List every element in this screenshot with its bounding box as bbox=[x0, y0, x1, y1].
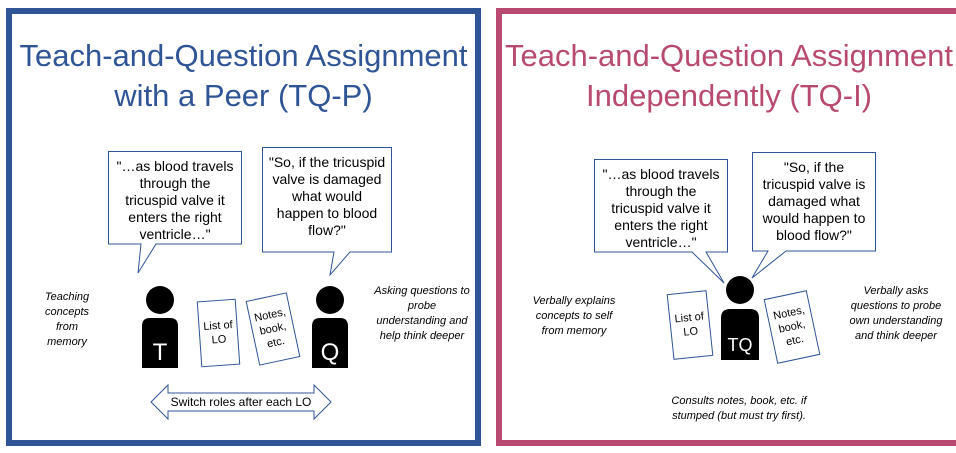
switch-roles-arrow: Switch roles after each LO bbox=[150, 383, 332, 421]
notes-book-card: Notes, book, etc. bbox=[763, 290, 821, 364]
tqi-title: Teach-and-Question Assignment Independen… bbox=[502, 36, 956, 116]
asking-note: Asking questions to probe understanding … bbox=[374, 285, 470, 342]
tqi-panel: Teach-and-Question Assignment Independen… bbox=[496, 8, 956, 446]
tqi-title-line1: Teach-and-Question Assignment bbox=[504, 38, 954, 73]
speech-bubble-shape bbox=[594, 159, 728, 284]
questioner-person-icon: Q bbox=[312, 286, 348, 368]
tqp-title: Teach-and-Question Assignment with a Pee… bbox=[12, 36, 475, 116]
explain-note: Verbally explains concepts to self from … bbox=[532, 295, 616, 337]
list-of-lo-card: List of LO bbox=[666, 290, 714, 360]
tqp-panel: Teach-and-Question Assignment with a Pee… bbox=[6, 8, 481, 446]
speech-bubble-shape bbox=[262, 147, 392, 277]
speech-bubble-shape bbox=[108, 151, 242, 274]
questioner-speech-bubble: "So, if the tricuspid valve is damaged w… bbox=[262, 147, 392, 277]
explain-speech-text: "…as blood travels through the tricuspid… bbox=[602, 166, 720, 250]
switch-roles-label: Switch roles after each LO bbox=[170, 395, 312, 409]
teacher-person-icon: T bbox=[142, 286, 178, 368]
teacher-letter: T bbox=[152, 339, 168, 366]
tq-letter: TQ bbox=[727, 335, 753, 355]
consult-note: Consults notes, book, etc. if stumped (b… bbox=[671, 395, 807, 422]
explain-speech-bubble: "…as blood travels through the tricuspid… bbox=[594, 159, 728, 284]
double-arrow-icon bbox=[150, 383, 332, 421]
questioner-speech-text: "So, if the tricuspid valve is damaged w… bbox=[268, 154, 386, 238]
tqi-title-line2: Independently (TQ-I) bbox=[585, 78, 873, 113]
list-of-lo-card: List of LO bbox=[196, 298, 241, 368]
notes-book-card: Notes, book, etc. bbox=[245, 292, 301, 366]
teacher-speech-text: "…as blood travels through the tricuspid… bbox=[116, 158, 234, 242]
ask-speech-bubble: "So, if the tricuspid valve is damaged w… bbox=[751, 152, 876, 279]
tqp-title-line1: Teach-and-Question Assignment bbox=[19, 38, 468, 73]
ask-note: Verbally asks questions to probe own und… bbox=[849, 285, 943, 342]
questioner-letter: Q bbox=[320, 339, 340, 366]
tq-person-icon: TQ bbox=[721, 276, 759, 360]
teaching-note: Teaching concepts from memory bbox=[44, 291, 90, 348]
ask-speech-text: "So, if the tricuspid valve is damaged w… bbox=[762, 159, 866, 243]
speech-bubble-shape bbox=[751, 152, 876, 279]
teacher-speech-bubble: "…as blood travels through the tricuspid… bbox=[108, 151, 242, 274]
tqp-title-line2: with a Peer (TQ-P) bbox=[114, 78, 373, 113]
